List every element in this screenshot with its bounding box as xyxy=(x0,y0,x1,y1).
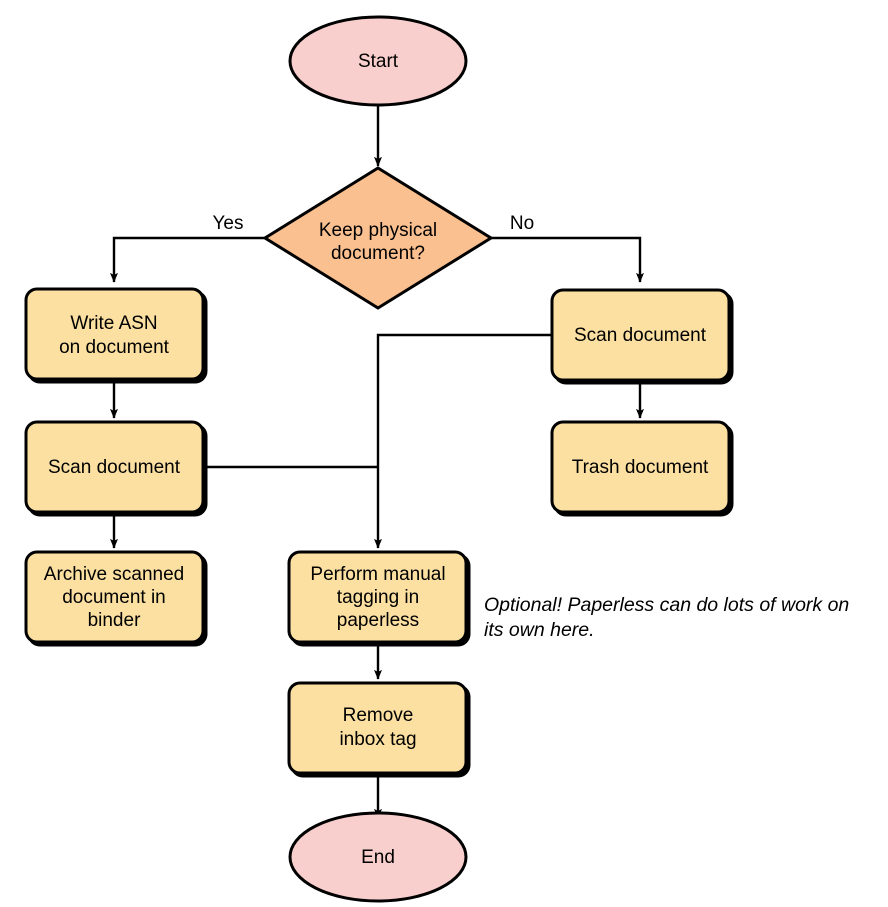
node-archive-scanned-document[interactable]: Archive scanned document in binder xyxy=(24,550,208,647)
node-scan-document-right-label: Scan document xyxy=(574,325,707,346)
node-end-label: End xyxy=(361,847,395,868)
edge-decision-no-to-scan-right xyxy=(491,236,644,283)
node-start-label: Start xyxy=(358,51,399,72)
node-scan-document-left-label: Scan document xyxy=(48,457,181,478)
edge-label-no: No xyxy=(510,213,534,234)
node-perform-manual-tagging[interactable]: Perform manual tagging in paperless xyxy=(287,550,471,647)
node-scan-document-right[interactable]: Scan document xyxy=(550,288,734,385)
node-write-asn-label-line1: Write ASN xyxy=(70,313,157,334)
node-trash-document[interactable]: Trash document xyxy=(550,420,734,517)
node-tagging-label-line3: paperless xyxy=(337,610,419,631)
node-archive-label-line1: Archive scanned xyxy=(44,564,184,585)
node-write-asn-on-document[interactable]: Write ASN on document xyxy=(24,287,208,384)
node-remove-inbox-tag[interactable]: Remove inbox tag xyxy=(287,681,471,778)
edge-decision-yes-to-write-asn xyxy=(110,236,265,283)
node-trash-document-label: Trash document xyxy=(572,457,709,478)
node-archive-label-line3: binder xyxy=(88,610,141,631)
node-remove-inbox-label-line2: inbox tag xyxy=(339,729,416,750)
node-start[interactable]: Start xyxy=(288,15,468,107)
node-end[interactable]: End xyxy=(288,811,468,903)
node-scan-document-left[interactable]: Scan document xyxy=(24,420,208,517)
node-decision-label-line1: Keep physical xyxy=(319,220,437,241)
node-decision-label-line2: document? xyxy=(331,243,425,264)
node-tagging-label-line1: Perform manual xyxy=(310,564,445,585)
node-write-asn-label-line2: on document xyxy=(59,337,170,358)
node-tagging-label-line2: tagging in xyxy=(337,587,419,608)
annotation-line2: its own here. xyxy=(484,619,595,641)
edge-scan-right-to-tagging xyxy=(374,333,552,549)
node-archive-label-line2: document in xyxy=(62,587,166,608)
node-decision-keep-physical-document[interactable]: Keep physical document? xyxy=(262,166,494,310)
node-remove-inbox-label-line1: Remove xyxy=(343,705,414,726)
annotation-optional-paperless: Optional! Paperless can do lots of work … xyxy=(484,594,849,641)
annotation-line1: Optional! Paperless can do lots of work … xyxy=(484,594,849,616)
edge-label-yes: Yes xyxy=(213,213,244,234)
